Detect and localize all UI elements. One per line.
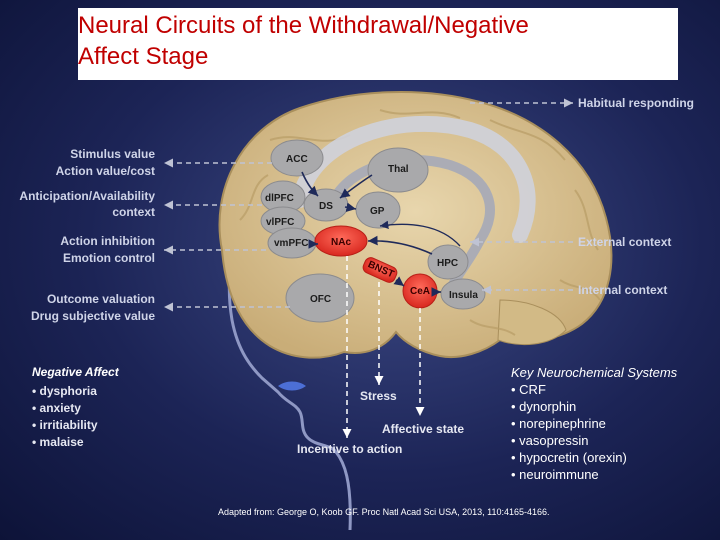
arrow-bnst-cea bbox=[393, 276, 405, 287]
key-system-item: • dynorphin bbox=[511, 399, 577, 414]
arrow-hpc-nac-2 bbox=[379, 220, 461, 247]
key-systems-heading: Key Neurochemical Systems bbox=[511, 365, 678, 380]
output-incentive: Incentive to action bbox=[297, 442, 402, 456]
arrow-ds-gp bbox=[344, 202, 357, 213]
region-ofc bbox=[285, 273, 355, 323]
label-action-value: Action value/cost bbox=[55, 164, 155, 178]
citation: Adapted from: George O, Koob GF. Proc Na… bbox=[218, 507, 550, 517]
label-context: context bbox=[112, 205, 155, 219]
key-system-item: • vasopressin bbox=[511, 433, 589, 448]
cerebellum bbox=[497, 299, 567, 346]
label-emotion-control: Emotion control bbox=[63, 251, 155, 265]
label-action-inhibition: Action inhibition bbox=[60, 234, 155, 248]
arrow-hpc-nac bbox=[367, 235, 433, 255]
region-label-vmpfc: vmPFC bbox=[274, 238, 308, 249]
negative-affect-heading: Negative Affect bbox=[32, 365, 119, 379]
title-line-1: Neural Circuits of the Withdrawal/Negati… bbox=[78, 12, 529, 39]
slide-title: Neural Circuits of the Withdrawal/Negati… bbox=[78, 8, 678, 80]
region-label-ds: DS bbox=[319, 201, 333, 212]
label-internal-context: Internal context bbox=[578, 283, 668, 297]
eye-mark bbox=[278, 381, 306, 391]
negative-affect-item: • dysphoria bbox=[32, 384, 97, 398]
title-line-2: Affect Stage bbox=[78, 43, 209, 70]
region-gp bbox=[355, 191, 401, 229]
region-label-gp: GP bbox=[370, 206, 385, 217]
region-label-vlpfc: vlPFC bbox=[266, 217, 294, 228]
output-affective-state: Affective state bbox=[382, 422, 464, 436]
region-label-acc: ACC bbox=[286, 154, 308, 165]
negative-affect-item: • malaise bbox=[32, 435, 84, 449]
region-thal bbox=[367, 147, 429, 193]
output-stress: Stress bbox=[360, 389, 397, 403]
region-label-dlpfc: dlPFC bbox=[265, 193, 294, 204]
region-label-thal: Thal bbox=[388, 164, 409, 175]
region-label-hpc: HPC bbox=[437, 258, 458, 269]
region-label-nac: NAc bbox=[331, 237, 351, 248]
key-system-item: • hypocretin (orexin) bbox=[511, 450, 627, 465]
label-anticipation: Anticipation/Availability bbox=[19, 189, 155, 203]
region-hpc bbox=[427, 244, 469, 280]
arrow-acc-ds bbox=[301, 171, 319, 197]
key-system-item: • norepinephrine bbox=[511, 416, 606, 431]
label-habitual-responding: Habitual responding bbox=[578, 96, 695, 110]
key-neurochemical-systems: Key Neurochemical Systems • CRF • dynorp… bbox=[511, 364, 677, 483]
region-label-cea: CeA bbox=[410, 286, 430, 297]
negative-affect-item: • anxiety bbox=[32, 401, 81, 415]
ventricle bbox=[325, 155, 495, 295]
label-external-context: External context bbox=[578, 235, 672, 249]
key-system-item: • CRF bbox=[511, 382, 546, 397]
region-label-ofc: OFC bbox=[310, 294, 331, 305]
label-outcome-valuation: Outcome valuation bbox=[46, 292, 155, 306]
label-drug-subjective-value: Drug subjective value bbox=[30, 309, 155, 323]
region-label-insula: Insula bbox=[449, 290, 478, 301]
arrow-thal-ds bbox=[339, 174, 373, 199]
negative-affect-item: • irritiability bbox=[32, 418, 98, 432]
negative-affect-list: Negative Affect • dysphoria • anxiety • … bbox=[32, 364, 119, 451]
region-acc bbox=[270, 139, 324, 177]
label-stimulus-value: Stimulus value bbox=[70, 147, 155, 161]
white-tract bbox=[292, 115, 536, 243]
key-system-item: • neuroimmune bbox=[511, 467, 599, 482]
